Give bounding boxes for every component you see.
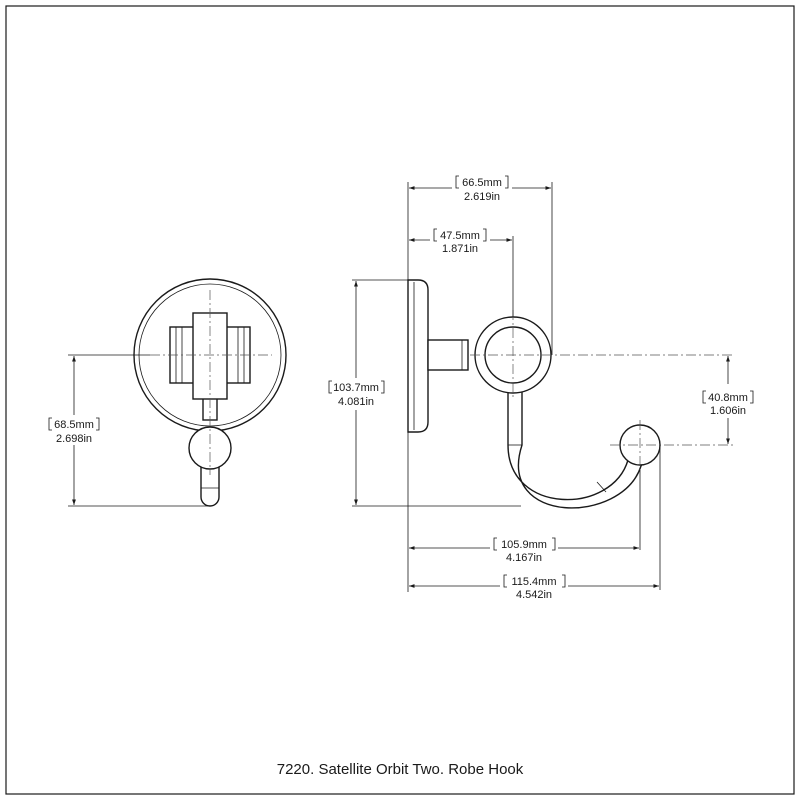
dim-665-in: 2.619in bbox=[464, 191, 500, 203]
dim-408-bracket-right bbox=[750, 390, 754, 404]
dim-685-bracket-right bbox=[96, 417, 100, 431]
dim-1154-bracket-right bbox=[562, 574, 566, 588]
dim-1037-mm: 103.7mm bbox=[333, 382, 379, 394]
dim-1059-bracket-left bbox=[493, 537, 497, 551]
dim-685-in: 2.698in bbox=[56, 433, 92, 445]
side-wall-plate bbox=[407, 279, 429, 433]
dim-475-bracket-left bbox=[433, 228, 437, 242]
dim-665-bracket-right bbox=[505, 175, 509, 189]
drawing-caption: 7220. Satellite Orbit Two. Robe Hook bbox=[277, 761, 524, 778]
dim-685-mm: 68.5mm bbox=[54, 419, 94, 431]
side-mount-post bbox=[427, 339, 469, 371]
dim-1059-mm: 105.9mm bbox=[501, 539, 547, 551]
front-view: 68.5mm 2.698in bbox=[48, 278, 287, 507]
dim-408-in: 1.606in bbox=[710, 405, 746, 417]
dim-1059-bracket-right bbox=[552, 537, 556, 551]
dim-475-in: 1.871in bbox=[442, 243, 478, 255]
dim-1037-in: 4.081in bbox=[338, 396, 374, 408]
dim-475-bracket-right bbox=[483, 228, 487, 242]
dim-408-bracket-left bbox=[702, 390, 706, 404]
dim-1037-bracket-right bbox=[381, 380, 385, 394]
side-view: 66.5mm 2.619in 47.5mm 1.871in 103.7mm 4.… bbox=[328, 175, 754, 601]
drawing-border bbox=[5, 5, 795, 795]
dim-475-mm: 47.5mm bbox=[440, 230, 480, 242]
dim-665-bracket-left bbox=[455, 175, 459, 189]
dim-1037-bracket-left bbox=[328, 380, 332, 394]
dim-1154-bracket-left bbox=[503, 574, 507, 588]
dim-1154-mm: 115.4mm bbox=[511, 576, 556, 588]
dim-1154-in: 4.542in bbox=[516, 589, 552, 601]
dim-665-mm: 66.5mm bbox=[462, 177, 502, 189]
dim-685-bracket-left bbox=[48, 417, 52, 431]
side-hook-seam-2 bbox=[596, 481, 607, 493]
dim-1059-in: 4.167in bbox=[506, 552, 542, 564]
dim-408-mm: 40.8mm bbox=[708, 392, 748, 404]
